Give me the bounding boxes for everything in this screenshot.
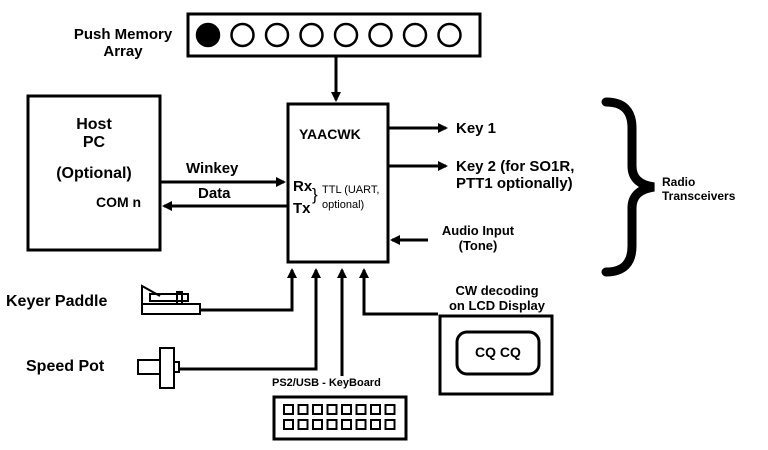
memory-button [264, 22, 290, 48]
com-port-label: COM n [96, 194, 142, 210]
keyboard-key [326, 419, 338, 430]
speed-pot-icon [137, 347, 180, 389]
keyboard-key [297, 404, 309, 415]
yaacwk-title: YAACWK [299, 126, 361, 142]
keyboard-key [297, 419, 309, 430]
wire-paddle [200, 268, 297, 312]
radio-brace [601, 97, 655, 277]
winkey-label: Winkey [186, 160, 239, 177]
keyboard-icon [272, 395, 408, 441]
keyboard-key [283, 419, 294, 430]
key2-label: Key 2 (for SO1R,PTT1 optionally) [456, 158, 575, 193]
keyboard-key [384, 404, 396, 415]
yaacwk-box [286, 102, 390, 264]
keyboard-key [283, 404, 294, 415]
tx-label: Tx [293, 200, 311, 217]
ttl-brace: } [312, 185, 318, 204]
keyboard-key [312, 419, 323, 430]
keyboard-label: PS2/USB - KeyBoard [272, 377, 381, 389]
host-pc-subtitle: (Optional) [56, 165, 132, 182]
keyboard-key [326, 404, 338, 415]
memory-array [186, 12, 482, 58]
keyboard-key [341, 419, 352, 430]
keyer-paddle-icon [141, 284, 201, 315]
key1-label: Key 1 [456, 120, 497, 137]
keyboard-key [384, 419, 396, 430]
keyboard-key [370, 404, 381, 415]
memory-button [299, 22, 324, 48]
ttl-line2: optional) [322, 199, 365, 211]
audio-input-label: Audio Input(Tone) [441, 223, 515, 253]
wire-speed-pot [179, 268, 321, 371]
memory-button [195, 22, 221, 48]
data-label: Data [198, 185, 231, 202]
keyboard-key [355, 404, 367, 415]
memory-button [230, 22, 255, 48]
memory-button [437, 22, 462, 48]
keyboard-key [312, 404, 323, 415]
keyer-paddle-label: Keyer Paddle [6, 293, 108, 310]
keyboard-key [355, 419, 367, 430]
lcd-display [438, 314, 554, 396]
wire-display [359, 268, 438, 316]
lcd-screen-text: CQ CQ [475, 344, 521, 360]
speed-pot-label: Speed Pot [26, 358, 105, 375]
host-pc-box [26, 94, 162, 252]
memory-button [402, 22, 428, 48]
rx-label: Rx [293, 178, 313, 195]
memory-button [368, 22, 393, 48]
memory-button [333, 22, 359, 48]
ttl-line1: TTL (UART, [322, 184, 380, 196]
keyboard-key [341, 404, 352, 415]
keyboard-key [370, 419, 381, 430]
